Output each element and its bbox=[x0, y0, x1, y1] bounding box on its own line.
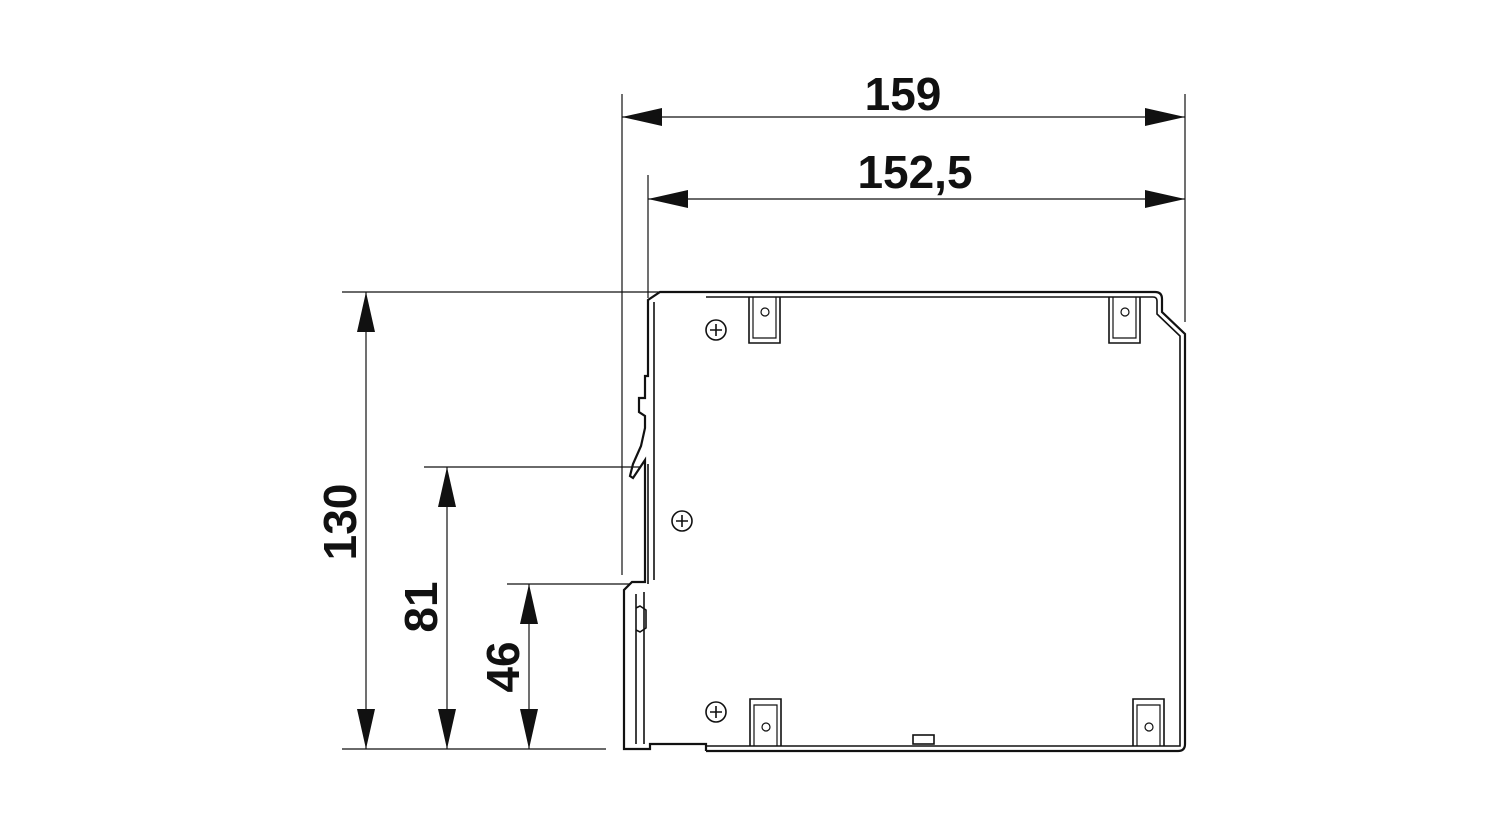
label-rail-height: 81 bbox=[395, 581, 447, 632]
screw-icon bbox=[671, 510, 693, 532]
arrowhead-bottom bbox=[438, 709, 456, 749]
dimension-overall-width: 159 bbox=[621, 68, 1186, 575]
mounting-tab-top-right bbox=[1108, 297, 1141, 344]
label-body-width: 152,5 bbox=[857, 146, 972, 198]
mounting-tab-top-left bbox=[748, 297, 781, 344]
arrowhead-bottom bbox=[357, 709, 375, 749]
label-lower-height: 46 bbox=[477, 641, 529, 692]
arrowhead-left bbox=[648, 190, 688, 208]
arrowhead-top bbox=[520, 584, 538, 624]
housing-inner-outline bbox=[706, 296, 1181, 747]
front-wall-inner bbox=[635, 302, 655, 744]
arrowhead-bottom bbox=[520, 709, 538, 749]
dimension-overall-height: 130 bbox=[314, 291, 690, 750]
arrowhead-top bbox=[438, 467, 456, 507]
arrowhead-top bbox=[357, 292, 375, 332]
arrowhead-right bbox=[1145, 108, 1185, 126]
arrowhead-left bbox=[622, 108, 662, 126]
housing-outline bbox=[706, 290, 1187, 753]
screw-icon bbox=[705, 701, 727, 723]
label-overall-height: 130 bbox=[314, 484, 366, 561]
dimension-body-width: 152,5 bbox=[647, 146, 1185, 298]
screw-icon bbox=[705, 319, 727, 341]
bottom-latch bbox=[912, 734, 935, 745]
device-housing bbox=[622, 290, 1187, 753]
front-wall bbox=[622, 290, 708, 751]
mounting-tab-bottom-left bbox=[749, 698, 782, 746]
dimension-lower-height: 46 bbox=[477, 583, 630, 749]
mounting-tab-bottom-right bbox=[1132, 698, 1165, 746]
label-overall-width: 159 bbox=[865, 68, 942, 120]
dimension-rail-height: 81 bbox=[395, 466, 640, 749]
arrowhead-right bbox=[1145, 190, 1185, 208]
rail-clip bbox=[635, 605, 647, 633]
